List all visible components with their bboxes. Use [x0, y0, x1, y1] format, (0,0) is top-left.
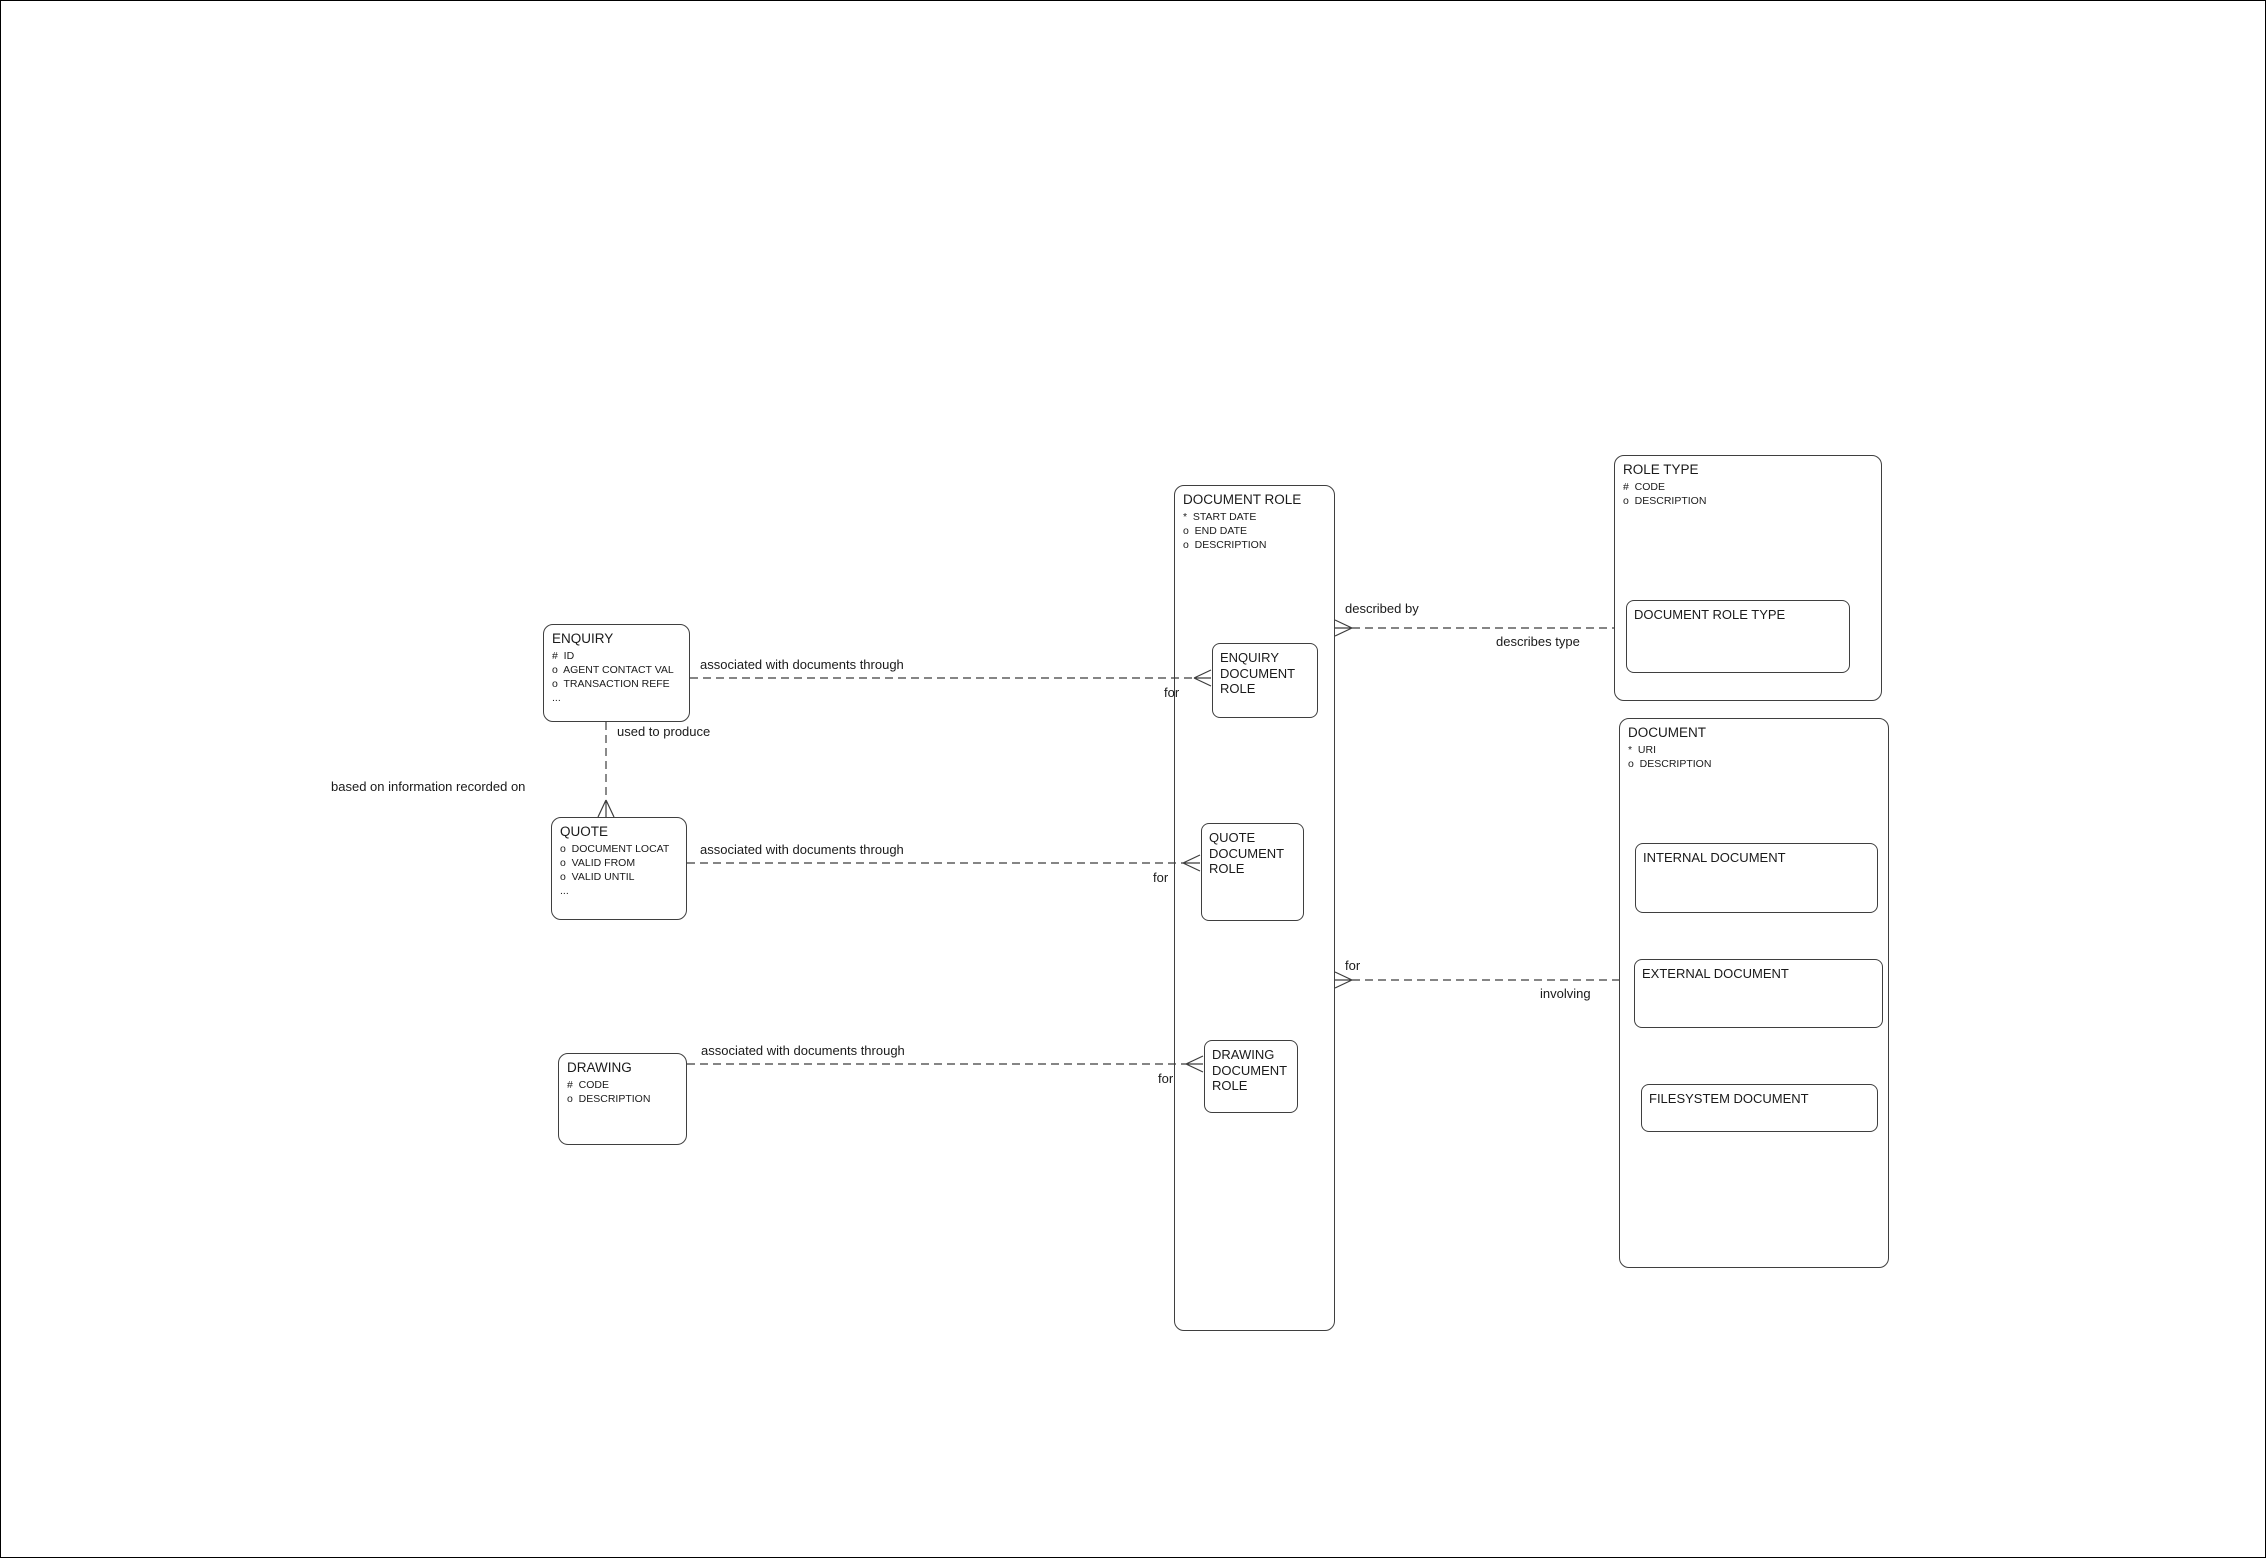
relationship-label-enquiry-for: for	[1164, 685, 1180, 700]
entity-enquiry-title: ENQUIRY	[552, 631, 614, 646]
relationship-label-quote-for: for	[1153, 870, 1169, 885]
entity-document-title: DOCUMENT	[1628, 725, 1706, 740]
attribute-description: o DESCRIPTION	[1628, 758, 1712, 770]
entity-enquiry-document-role-title: ENQUIRY DOCUMENT ROLE	[1220, 650, 1295, 696]
entity-external-document[interactable]: EXTERNAL DOCUMENT	[1634, 959, 1883, 1028]
attribute-description: o DESCRIPTION	[1623, 495, 1707, 507]
relationship-label-drawing-associated-with-documents-through: associated with documents through	[701, 1043, 905, 1058]
relationship-label-quote-associated-with-documents-through: associated with documents through	[700, 842, 904, 857]
entity-quote-document-role[interactable]: QUOTE DOCUMENT ROLE	[1201, 823, 1304, 921]
crows-foot-quote	[597, 799, 615, 818]
entity-enquiry[interactable]: ENQUIRY # ID o AGENT CONTACT VAL o TRANS…	[543, 624, 690, 722]
entity-document-attributes: * URI o DESCRIPTION	[1620, 742, 1888, 771]
entity-document-role-type-title: DOCUMENT ROLE TYPE	[1634, 607, 1786, 622]
entity-quote-attributes: o DOCUMENT LOCAT o VALID FROM o VALID UN…	[552, 841, 686, 898]
attribute-description: o DESCRIPTION	[567, 1093, 651, 1105]
entity-external-document-title: EXTERNAL DOCUMENT	[1642, 966, 1789, 981]
attribute-transaction-refe: o TRANSACTION REFE	[552, 678, 670, 690]
relationship-label-drawing-for: for	[1158, 1071, 1174, 1086]
relationship-line-enquiry-enquiry-document-role	[690, 669, 1212, 687]
entity-internal-document-title: INTERNAL DOCUMENT	[1643, 850, 1786, 865]
attribute-code: # CODE	[1623, 481, 1666, 493]
entity-document-role-type[interactable]: DOCUMENT ROLE TYPE	[1626, 600, 1850, 673]
entity-enquiry-attributes: # ID o AGENT CONTACT VAL o TRANSACTION R…	[544, 648, 689, 705]
relationship-label-used-to-produce: used to produce	[617, 724, 711, 739]
relationship-line-quote-quote-document-role	[687, 854, 1201, 872]
entity-document-role[interactable]: DOCUMENT ROLE * START DATE o END DATE o …	[1174, 485, 1335, 1331]
attribute-document-locat: o DOCUMENT LOCAT	[560, 843, 670, 855]
entity-document[interactable]: DOCUMENT * URI o DESCRIPTION INTERNAL DO…	[1619, 718, 1889, 1268]
relationship-label-based-on-information-recorded-on: based on information recorded on	[331, 779, 526, 794]
relationship-line-enquiry-quote	[597, 722, 615, 818]
entity-role-type-title: ROLE TYPE	[1623, 462, 1699, 477]
entity-filesystem-document-title: FILESYSTEM DOCUMENT	[1649, 1091, 1809, 1106]
attribute-ellipsis: ...	[552, 692, 561, 704]
attribute-ellipsis: ...	[560, 885, 569, 897]
attribute-uri: * URI	[1628, 744, 1657, 756]
entity-filesystem-document[interactable]: FILESYSTEM DOCUMENT	[1641, 1084, 1878, 1132]
entity-quote[interactable]: QUOTE o DOCUMENT LOCAT o VALID FROM o VA…	[551, 817, 687, 920]
crows-foot-document-role-described-by	[1334, 619, 1353, 637]
relationship-label-describes-type: describes type	[1496, 634, 1580, 649]
entity-internal-document[interactable]: INTERNAL DOCUMENT	[1635, 843, 1878, 913]
entity-drawing[interactable]: DRAWING # CODE o DESCRIPTION	[558, 1053, 687, 1145]
entity-document-role-title: DOCUMENT ROLE	[1183, 492, 1302, 507]
entity-document-role-attributes: * START DATE o END DATE o DESCRIPTION	[1175, 509, 1334, 552]
crows-foot-document-role-for	[1334, 971, 1353, 989]
relationship-line-drawing-drawing-document-role	[687, 1055, 1204, 1073]
entity-drawing-document-role[interactable]: DRAWING DOCUMENT ROLE	[1204, 1040, 1298, 1113]
relationship-label-document-for: for	[1345, 958, 1361, 973]
entity-quote-title: QUOTE	[560, 824, 609, 839]
attribute-start-date: * START DATE	[1183, 511, 1257, 523]
relationship-label-involving: involving	[1540, 986, 1591, 1001]
relationship-label-described-by: described by	[1345, 601, 1419, 616]
attribute-description: o DESCRIPTION	[1183, 539, 1267, 551]
entity-quote-document-role-title: QUOTE DOCUMENT ROLE	[1209, 830, 1284, 876]
entity-drawing-title: DRAWING	[567, 1060, 632, 1075]
entity-role-type-attributes: # CODE o DESCRIPTION	[1615, 479, 1881, 508]
attribute-end-date: o END DATE	[1183, 525, 1247, 537]
attribute-valid-from: o VALID FROM	[560, 857, 636, 869]
relationship-label-enquiry-associated-with-documents-through: associated with documents through	[700, 657, 904, 672]
entity-enquiry-document-role[interactable]: ENQUIRY DOCUMENT ROLE	[1212, 643, 1318, 718]
attribute-agent-contact-val: o AGENT CONTACT VAL	[552, 664, 674, 676]
entity-role-type[interactable]: ROLE TYPE # CODE o DESCRIPTION DOCUMENT …	[1614, 455, 1882, 701]
entity-drawing-attributes: # CODE o DESCRIPTION	[559, 1077, 686, 1106]
attribute-valid-until: o VALID UNTIL	[560, 871, 635, 883]
attribute-id: # ID	[552, 650, 575, 662]
entity-drawing-document-role-title: DRAWING DOCUMENT ROLE	[1212, 1047, 1287, 1093]
attribute-code: # CODE	[567, 1079, 610, 1091]
